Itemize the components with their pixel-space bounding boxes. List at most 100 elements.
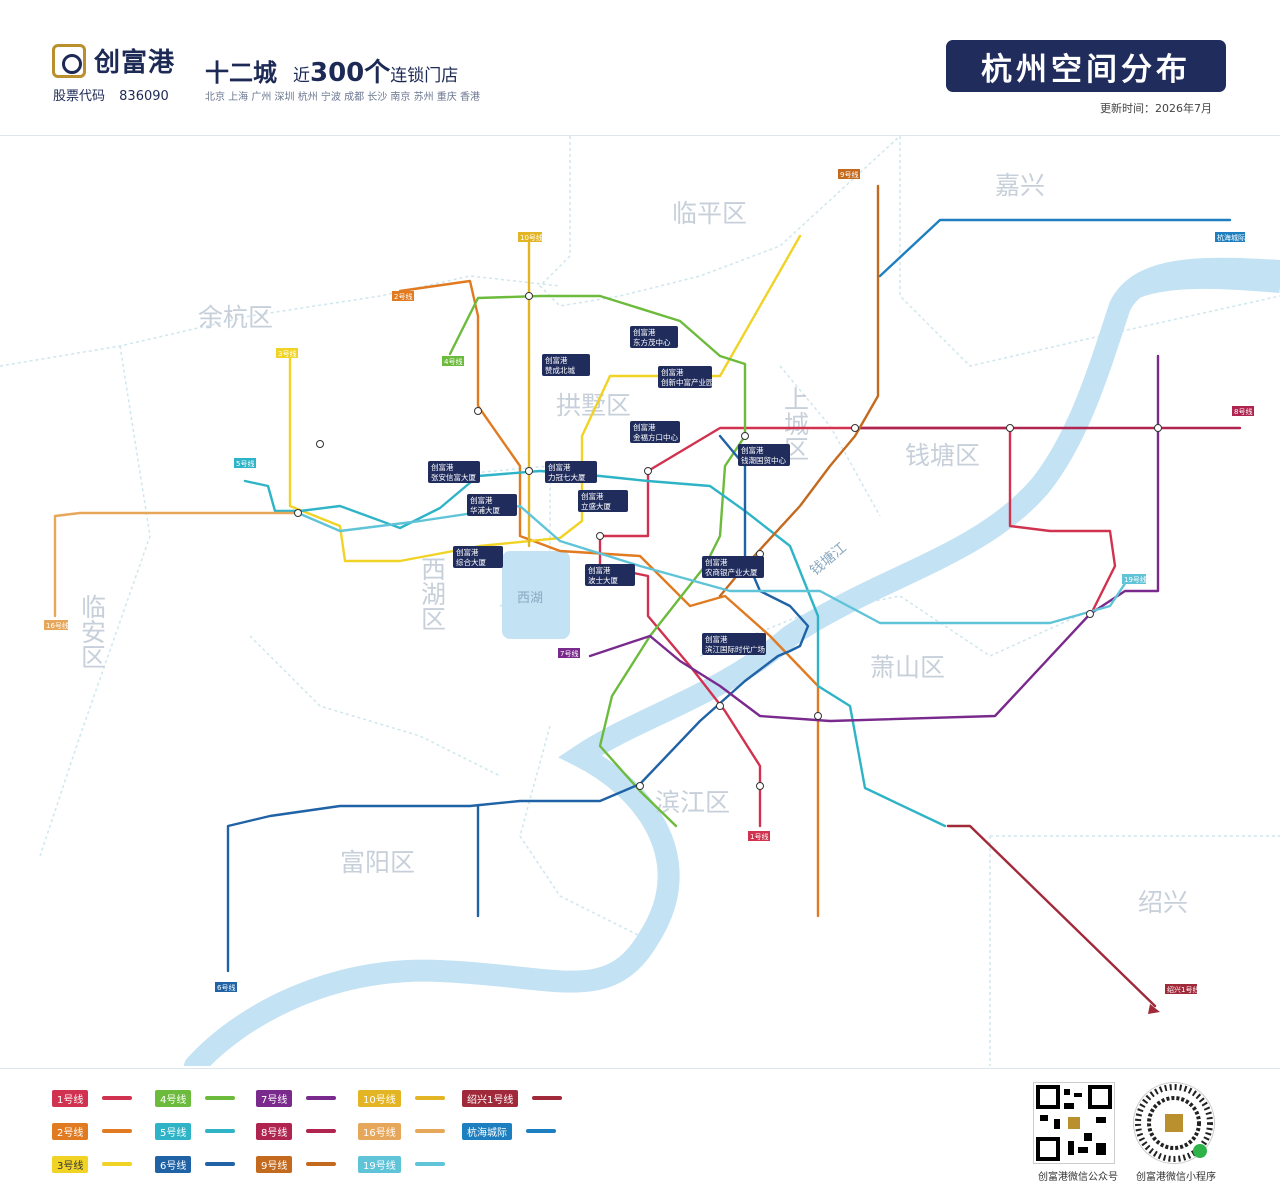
store-tag: 创富港 [661, 367, 684, 377]
line-tag[interactable]: 9号线 [838, 169, 860, 179]
line-tag[interactable]: 8号线 [1232, 406, 1254, 416]
legend-line-10[interactable]: 10号线 [358, 1089, 445, 1107]
legend-line-1[interactable]: 1号线 [52, 1089, 133, 1107]
line-tag-text: 19号线 [1124, 575, 1147, 584]
legend-line-5[interactable]: 5号线 [155, 1122, 236, 1140]
store-name: 金福方口中心 [633, 432, 678, 442]
district-shaoxing: 绍兴 [1138, 888, 1188, 917]
interchange[interactable] [851, 424, 859, 432]
qr-code-wechat-account[interactable] [1033, 1082, 1115, 1164]
legend-swatch [102, 1162, 133, 1166]
line-tag[interactable]: 16号线 [44, 620, 69, 630]
store-name: 创新中富产业园 [661, 377, 714, 387]
legend-line-9[interactable]: 9号线 [256, 1155, 337, 1173]
update-time: 更新时间：2026年7月 [1100, 102, 1212, 115]
qr-code-mini-program[interactable] [1133, 1082, 1215, 1164]
line-tag[interactable]: 4号线 [442, 356, 464, 366]
interchange[interactable] [316, 440, 324, 448]
store-name: 综合大厦 [456, 557, 486, 567]
logo-text: 创富港 [94, 48, 176, 78]
legend-label: 5号线 [155, 1122, 192, 1140]
store-tag: 创富港 [588, 565, 611, 575]
line-tag[interactable]: 6号线 [215, 982, 237, 992]
interchange[interactable] [294, 509, 302, 517]
line-hanghai[interactable] [878, 218, 1232, 278]
store-tag: 创富港 [431, 462, 454, 472]
line-tag[interactable]: 7号线 [558, 648, 580, 658]
store-name: 华浦大厦 [470, 505, 500, 515]
legend-label: 2号线 [52, 1122, 89, 1140]
interchange[interactable] [1006, 424, 1014, 432]
interchange[interactable] [756, 782, 764, 790]
line-1[interactable] [598, 426, 1117, 828]
qr-code-icon [1036, 1085, 1112, 1161]
line-6[interactable] [226, 434, 810, 973]
interchange[interactable] [1154, 424, 1162, 432]
legend-swatch [306, 1162, 337, 1166]
interchange[interactable] [636, 782, 644, 790]
legend-line-3[interactable]: 3号线 [52, 1155, 133, 1173]
interchange[interactable] [525, 467, 533, 475]
legend-label: 16号线 [358, 1122, 401, 1140]
legend-line-7[interactable]: 7号线 [256, 1089, 337, 1107]
slogan-suffix: 连锁门店 [390, 66, 459, 86]
line-tag[interactable]: 2号线 [392, 291, 414, 301]
store-name: 滨江国际时代广场 [705, 644, 765, 654]
line-tag[interactable]: 绍兴1号线 [1165, 984, 1199, 994]
interchange[interactable] [644, 467, 652, 475]
slogan-main: 十二城 [205, 59, 277, 87]
line-2[interactable] [398, 279, 820, 918]
line-tag[interactable]: 10号线 [518, 232, 543, 242]
district-fuyang: 富阳区 [340, 848, 415, 877]
legend-line-shaoxing-1[interactable]: 绍兴1号线 [462, 1089, 563, 1107]
legend-line-hanghai[interactable]: 杭海城际 [462, 1122, 556, 1140]
line-tag-text: 16号线 [46, 621, 69, 630]
line-7[interactable] [588, 354, 1160, 723]
interchange[interactable] [814, 712, 822, 720]
interchange[interactable] [474, 407, 482, 415]
line-4[interactable] [448, 294, 747, 828]
line-shaoxing-1[interactable] [946, 824, 1157, 1008]
legend-line-2[interactable]: 2号线 [52, 1122, 133, 1140]
logo[interactable]: 创富港 [52, 42, 175, 79]
legend-swatch [205, 1096, 236, 1100]
interchange[interactable] [596, 532, 604, 540]
line-tag-text: 7号线 [560, 649, 578, 658]
line-tag[interactable]: 杭海城际 [1215, 232, 1245, 242]
store-tag: 创富港 [470, 495, 493, 505]
line-tag[interactable]: 3号线 [276, 348, 298, 358]
interchange[interactable] [716, 702, 724, 710]
line-16[interactable] [53, 511, 300, 618]
line-tag[interactable]: 19号线 [1122, 574, 1147, 584]
line-tags: 2号线 3号线 4号线 5号线 6号线 7号线 8号线 9号线 10号线 16号… [44, 169, 1254, 994]
interchange[interactable] [525, 292, 533, 300]
interchange[interactable] [1086, 610, 1094, 618]
legend-label: 10号线 [358, 1089, 401, 1107]
legend-line-4[interactable]: 4号线 [155, 1089, 236, 1107]
line-tag[interactable]: 1号线 [748, 831, 770, 841]
metro-map[interactable]: 西湖 钱塘江 临平区 余杭区 嘉兴 拱墅区 上城区 钱塘区 西湖区 临安区 萧山… [0, 136, 1280, 1066]
legend-line-6[interactable]: 6号线 [155, 1155, 236, 1173]
interchange[interactable] [741, 432, 749, 440]
line-tag-text: 4号线 [444, 357, 462, 366]
line-3[interactable] [288, 234, 802, 563]
legend-line-16[interactable]: 16号线 [358, 1122, 445, 1140]
legend-line-8[interactable]: 8号线 [256, 1122, 337, 1140]
district-gongshu: 拱墅区 [556, 391, 631, 420]
line-tag[interactable]: 5号线 [234, 458, 256, 468]
legend-line-19[interactable]: 19号线 [358, 1155, 445, 1173]
line-19[interactable] [296, 504, 1132, 625]
